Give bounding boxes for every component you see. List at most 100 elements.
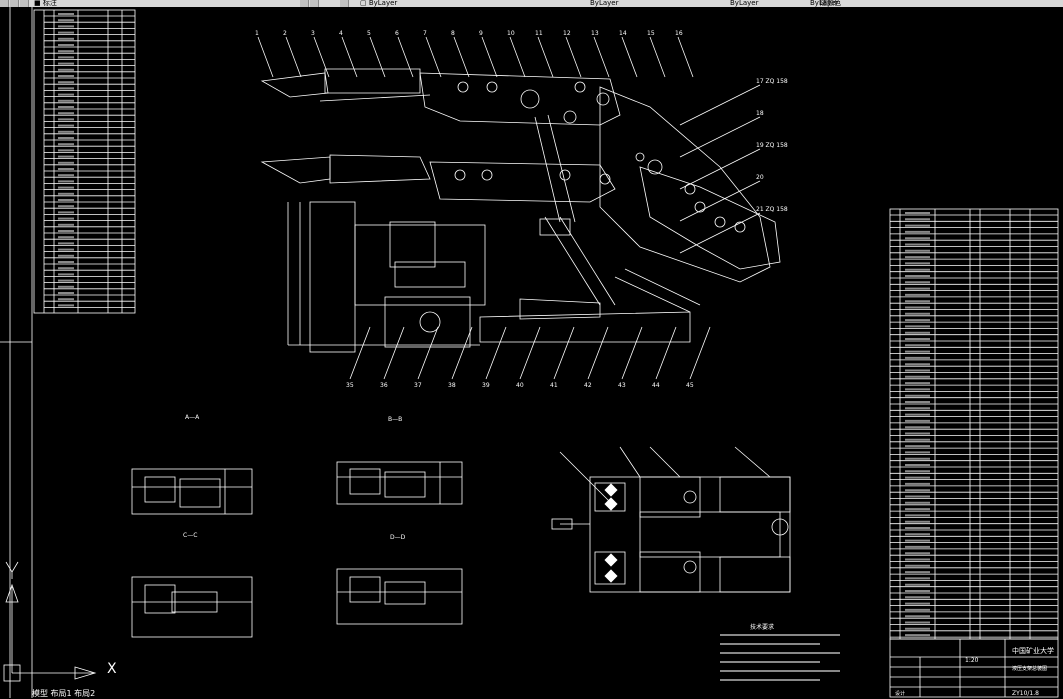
title-block-design: 设计 <box>895 690 905 697</box>
leader-line <box>485 326 507 380</box>
parts-list-right <box>889 208 1059 640</box>
main-assembly-view <box>257 36 781 380</box>
callout-label: 14 <box>619 30 627 37</box>
callout-label: 40 <box>516 382 524 389</box>
section-view-d <box>336 568 463 625</box>
color-icon[interactable] <box>340 0 349 7</box>
callout-label: 12 <box>563 30 571 37</box>
plan-view <box>551 446 791 593</box>
title-block <box>889 638 1059 698</box>
title-block-subtitle: 液压支架总装图 <box>1012 665 1047 672</box>
callout-label: 4 <box>339 30 343 37</box>
leader-line <box>313 36 330 78</box>
layer-manager-icon[interactable] <box>310 0 319 7</box>
leader-line <box>349 326 371 380</box>
leader-line <box>369 36 386 78</box>
callout-label: 39 <box>482 382 490 389</box>
leader-line <box>587 326 609 380</box>
toolbar-strip: ■ 标注 ▢ ByLayer ByLayer ByLayer ByLayer 随… <box>0 0 1063 7</box>
callout-label: 3 <box>311 30 315 37</box>
title-block-scale: 1:20 <box>965 657 979 664</box>
leader-line <box>655 326 677 380</box>
callout-label: 45 <box>686 382 694 389</box>
callout-label: 8 <box>451 30 455 37</box>
parts-list-left <box>33 9 136 314</box>
callout-label: 43 <box>618 382 626 389</box>
leader-line <box>679 148 761 190</box>
title-block-name: 中国矿业大学 <box>1012 646 1054 655</box>
layer-prev-icon[interactable] <box>300 0 309 7</box>
drawing-canvas[interactable]: A—A B—B C—C D—D 技术要求 中国矿业大学 液压支架总装图 ZY10… <box>0 7 1063 698</box>
leader-line <box>689 326 711 380</box>
callout-label: 20 <box>756 174 764 181</box>
leader-line <box>257 36 274 78</box>
leader-line <box>593 36 610 78</box>
folder-icon[interactable] <box>0 0 9 7</box>
layout-tabs[interactable]: 模型 布局1 布局2 <box>32 689 96 698</box>
leader-line <box>285 36 302 78</box>
callout-label: 1 <box>255 30 259 37</box>
callout-label: 15 <box>647 30 655 37</box>
callout-label: 11 <box>535 30 543 37</box>
callout-label: 35 <box>346 382 354 389</box>
tech-requirements-title: 技术要求 <box>750 623 774 631</box>
callout-label: 19 ZQ 158 <box>756 142 788 149</box>
callout-label: 37 <box>414 382 422 389</box>
leader-line <box>621 326 643 380</box>
leader-line <box>679 212 761 254</box>
callout-label: 42 <box>584 382 592 389</box>
callout-label: 6 <box>395 30 399 37</box>
leader-line <box>397 36 414 78</box>
callout-label: 10 <box>507 30 515 37</box>
section-label-c: C—C <box>183 532 197 539</box>
leader-line <box>453 36 470 78</box>
leader-line <box>553 326 575 380</box>
leader-line <box>677 36 694 78</box>
toolbar-dimstyle[interactable]: ■ 标注 <box>34 0 57 7</box>
ucs-icon <box>3 561 97 682</box>
ucs-x-label: X <box>107 661 117 677</box>
toolbar-plotstyle[interactable]: 随颜色 <box>820 0 841 7</box>
callout-label: 16 <box>675 30 683 37</box>
leader-line <box>565 36 582 78</box>
section-view-c <box>131 576 253 638</box>
callout-label: 13 <box>591 30 599 37</box>
toolbar-lineweight[interactable]: ByLayer <box>730 0 759 7</box>
callout-label: 2 <box>283 30 287 37</box>
callout-label: 41 <box>550 382 558 389</box>
leader-line <box>425 36 442 78</box>
callout-label: 21 ZQ 158 <box>756 206 788 213</box>
callout-label: 7 <box>423 30 427 37</box>
leader-line <box>341 36 358 78</box>
leader-line <box>481 36 498 78</box>
toolbar-layer[interactable]: ByLayer <box>810 0 839 7</box>
section-label-d: D—D <box>390 534 406 541</box>
callout-label: 18 <box>756 110 764 117</box>
layer-icon[interactable] <box>10 0 19 7</box>
leader-line <box>679 180 761 222</box>
section-label-b: B—B <box>388 416 402 423</box>
leader-line <box>417 326 439 380</box>
leader-line <box>679 84 761 126</box>
leader-line <box>537 36 554 78</box>
properties-icon[interactable] <box>20 0 29 7</box>
leader-line <box>679 116 761 158</box>
technical-notes <box>720 634 840 681</box>
section-label-a: A—A <box>185 414 200 421</box>
toolbar-linetype[interactable]: ByLayer <box>590 0 619 7</box>
callout-label: 44 <box>652 382 660 389</box>
callout-label: 9 <box>479 30 483 37</box>
leader-line <box>451 326 473 380</box>
leader-line <box>649 36 666 78</box>
title-block-drawing-no: ZY10/1.8 <box>1012 690 1039 697</box>
callout-label: 5 <box>367 30 371 37</box>
section-view-a <box>131 468 253 515</box>
leader-line <box>383 326 405 380</box>
leader-line <box>621 36 638 78</box>
callout-label: 17 ZQ 158 <box>756 78 788 85</box>
leader-line <box>509 36 526 78</box>
callout-label: 38 <box>448 382 456 389</box>
callout-label: 36 <box>380 382 388 389</box>
toolbar-color[interactable]: ▢ ByLayer <box>360 0 398 7</box>
section-view-b <box>336 461 463 505</box>
